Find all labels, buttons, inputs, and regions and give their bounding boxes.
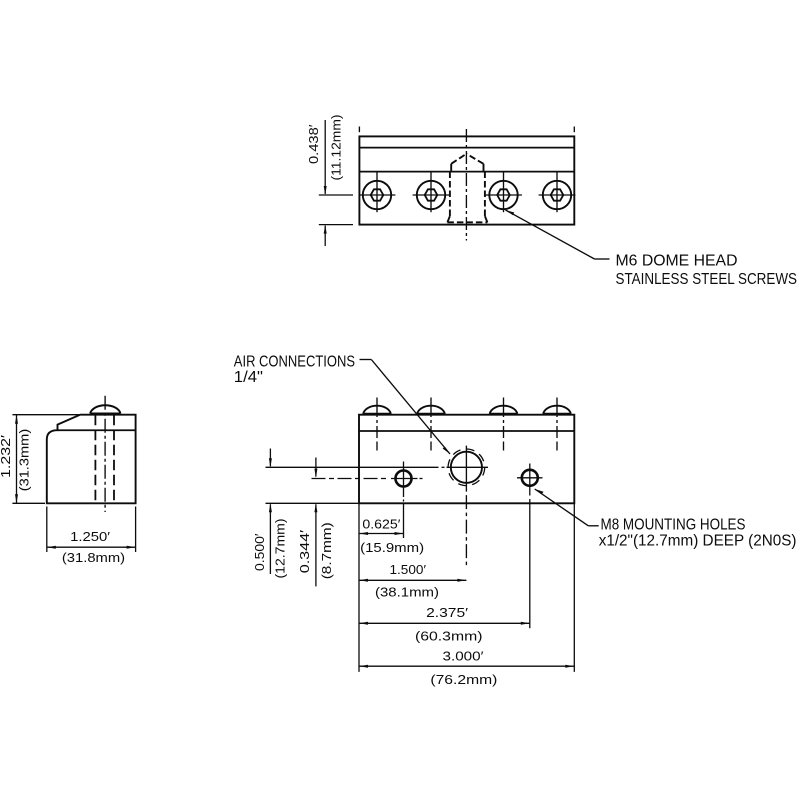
svg-text:(8.7mm): (8.7mm) (319, 522, 334, 579)
svg-text:STAINLESS STEEL SCREWS: STAINLESS STEEL SCREWS (616, 271, 798, 288)
svg-text:0.344′: 0.344′ (297, 529, 312, 573)
svg-text:3.000′: 3.000′ (443, 649, 485, 664)
svg-text:M8 MOUNTING HOLES: M8 MOUNTING HOLES (601, 516, 746, 533)
svg-text:AIR CONNECTIONS: AIR CONNECTIONS (234, 353, 355, 370)
svg-text:(11.12mm): (11.12mm) (329, 115, 344, 181)
svg-text:(15.9mm): (15.9mm) (360, 540, 424, 555)
svg-text:2.375′: 2.375′ (426, 605, 469, 620)
svg-text:1/4": 1/4" (234, 369, 263, 386)
svg-text:1.232′: 1.232′ (0, 434, 13, 478)
svg-text:(31.8mm): (31.8mm) (62, 550, 125, 565)
svg-text:(31.3mm): (31.3mm) (17, 429, 32, 492)
svg-text:(12.7mm): (12.7mm) (273, 519, 288, 579)
svg-text:x1/2"(12.7mm) DEEP (2N0S): x1/2"(12.7mm) DEEP (2N0S) (599, 533, 797, 550)
svg-text:1.500′: 1.500′ (390, 562, 427, 577)
svg-text:1.250′: 1.250′ (70, 529, 111, 544)
svg-text:0.500′: 0.500′ (252, 533, 267, 571)
svg-text:(38.1mm): (38.1mm) (375, 585, 439, 600)
svg-text:(76.2mm): (76.2mm) (430, 672, 497, 687)
svg-text:0.438′: 0.438′ (306, 124, 321, 164)
svg-text:(60.3mm): (60.3mm) (415, 628, 483, 643)
svg-text:0.625′: 0.625′ (362, 516, 401, 531)
svg-text:M6 DOME HEAD: M6 DOME HEAD (616, 253, 738, 270)
